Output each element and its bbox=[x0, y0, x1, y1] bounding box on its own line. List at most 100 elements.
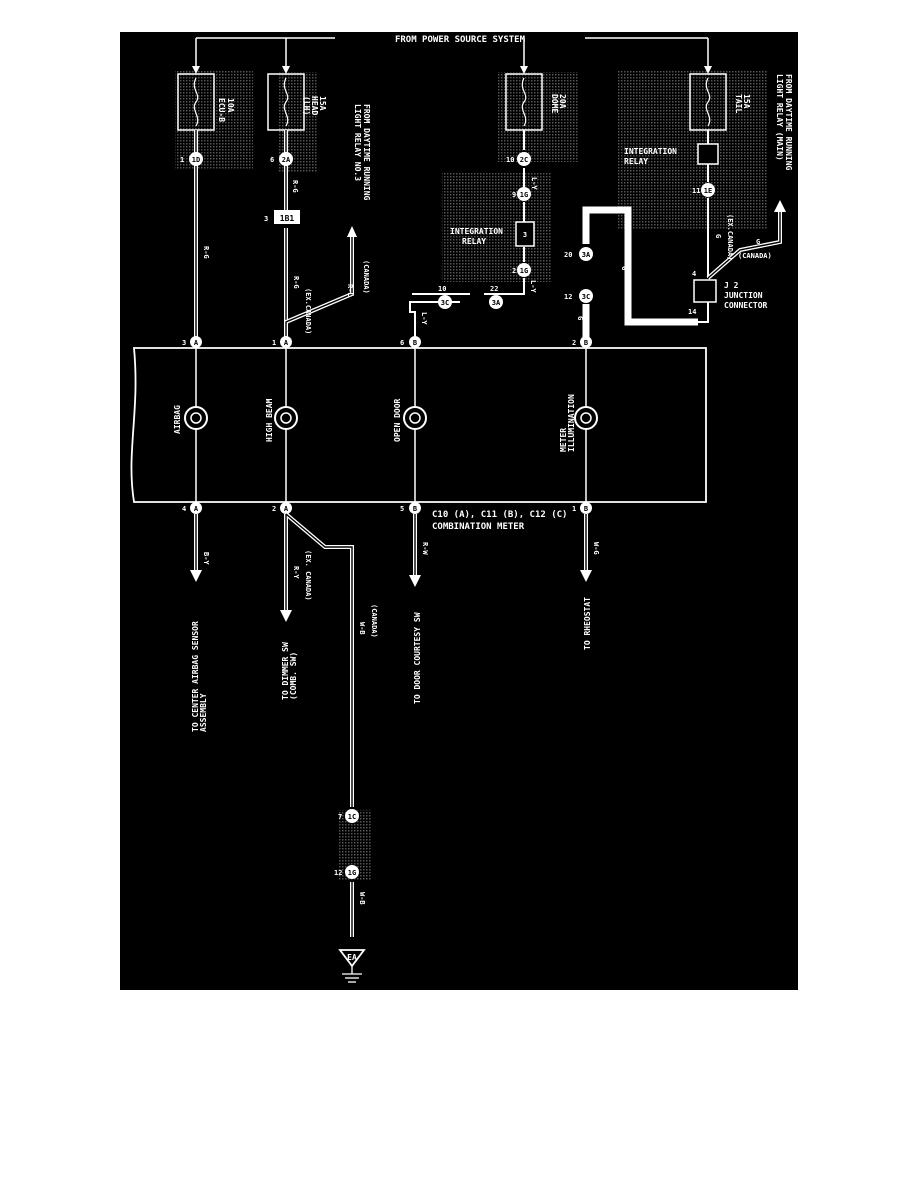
label-airbag: AIRBAG bbox=[173, 405, 182, 434]
cond-excanada-tail: (EX.CANADA) bbox=[726, 214, 734, 260]
svg-text:1G: 1G bbox=[520, 191, 528, 199]
wire-g-loop bbox=[582, 206, 698, 326]
power-source-label: FROM POWER SOURCE SYSTEM bbox=[395, 35, 526, 45]
pin-11: 11 bbox=[692, 187, 700, 195]
svg-text:1G: 1G bbox=[348, 869, 356, 877]
arrow-down-dimmer bbox=[280, 610, 292, 622]
daytime-no3-line1: FROM DAYTIME RUNNING bbox=[362, 104, 371, 201]
wire-label-ly-mid: L-Y bbox=[529, 280, 537, 293]
cond-excanada-low: (EX. CANADA) bbox=[304, 550, 312, 601]
pin-7: 7 bbox=[338, 813, 342, 821]
meter-pin-top-a3: A bbox=[190, 336, 202, 348]
relay-left-pin: 3 bbox=[523, 231, 527, 239]
wire-label-wb: W-B bbox=[358, 622, 366, 635]
junction-line2: CONNECTOR bbox=[724, 301, 768, 310]
arrow-down-airbag-sensor bbox=[190, 570, 202, 582]
conn-1d: 1D bbox=[189, 152, 203, 166]
pin-22: 22 bbox=[490, 285, 498, 293]
svg-text:A: A bbox=[194, 339, 199, 347]
fuse-ecu-name: ECU-B bbox=[217, 98, 226, 122]
junction-id: J 2 bbox=[724, 281, 739, 290]
cond-canada-g: (CANADA) bbox=[738, 252, 772, 260]
fuse-tail-rating: 15A bbox=[742, 94, 751, 109]
integration-relay-left bbox=[515, 221, 535, 247]
wire-label-rg-head: R-G bbox=[291, 180, 299, 193]
pin-12b: 12 bbox=[334, 869, 342, 877]
svg-text:3A: 3A bbox=[492, 299, 501, 307]
conn-3a-left: 3A bbox=[489, 295, 503, 309]
shaded-area-tail bbox=[618, 70, 768, 230]
pin-3-1b1: 3 bbox=[264, 215, 268, 223]
ground-label: EA bbox=[347, 953, 357, 962]
wire-label-by: B-Y bbox=[202, 552, 210, 565]
junction-line1: JUNCTION bbox=[724, 291, 763, 300]
wire-label-g-canada: G bbox=[756, 238, 760, 246]
meter-pin-top-a1: A bbox=[280, 336, 292, 348]
svg-text:A: A bbox=[194, 505, 199, 513]
wire-label-wb-bottom: W-B bbox=[358, 892, 366, 905]
meter-pin-top-num-2: 6 bbox=[400, 339, 404, 347]
wire-label-ly-dome: L-Y bbox=[530, 177, 538, 190]
junction-connector-j2 bbox=[693, 279, 717, 303]
meter-pin-top-b6: B bbox=[409, 336, 421, 348]
conn-1c: 1C bbox=[345, 809, 359, 823]
output-wires-core bbox=[195, 513, 587, 937]
junction-pin-top: 4 bbox=[692, 270, 696, 278]
wire-label-rg-ecu: R-G bbox=[202, 246, 210, 259]
daytime-no3-line2: LIGHT RELAY NO.3 bbox=[353, 104, 362, 181]
wiring-diagram-panel: FROM POWER SOURCE SYSTEM 10A ECU-B 15A H… bbox=[120, 32, 798, 990]
fuse-dome-name: DOME bbox=[550, 94, 559, 113]
meter-pin-top-num-1: 1 bbox=[272, 339, 276, 347]
svg-text:A: A bbox=[284, 505, 289, 513]
power-source-bus bbox=[195, 37, 709, 70]
svg-text:B: B bbox=[413, 505, 417, 513]
wire-label-r-excanada: R-G bbox=[292, 276, 300, 289]
meter-name: COMBINATION METER bbox=[432, 522, 525, 532]
relay-left-line1: INTEGRATION bbox=[450, 227, 503, 236]
dest-door-courtesy: TO DOOR COURTESY SW bbox=[413, 612, 422, 704]
meter-illumination-indicator bbox=[574, 406, 598, 430]
junction-pin-bottom: 14 bbox=[688, 308, 696, 316]
fuse-dome-rating: 20A bbox=[558, 94, 567, 109]
label-open-door: OPEN DOOR bbox=[393, 398, 402, 442]
relay-right-line2: RELAY bbox=[624, 157, 648, 166]
daytime-main-line2: LIGHT RELAY (MAIN) bbox=[775, 74, 784, 161]
label-illumination: ILLUMINATION bbox=[567, 394, 576, 452]
wire-dome-ly bbox=[409, 130, 525, 337]
svg-text:B: B bbox=[584, 339, 588, 347]
wire-label-g-meter: G bbox=[576, 316, 584, 320]
label-meter: METER bbox=[559, 428, 568, 452]
meter-pin-bottom-a2: A bbox=[280, 502, 292, 514]
svg-text:A: A bbox=[284, 339, 289, 347]
arrow-down-rheostat bbox=[580, 570, 592, 582]
relay-right-line1: INTEGRATION bbox=[624, 147, 677, 156]
arrow-up-daytime-no3 bbox=[347, 226, 357, 237]
meter-pin-top-num-3: 2 bbox=[572, 339, 576, 347]
pin-9: 9 bbox=[512, 191, 516, 199]
airbag-indicator bbox=[184, 406, 208, 430]
cond-canada-low: (CANADA) bbox=[370, 604, 378, 638]
high-beam-indicator bbox=[274, 406, 298, 430]
conn-3a-right: 3A bbox=[579, 247, 593, 261]
conn-2a: 2A bbox=[279, 152, 293, 166]
arrow-up-daytime-main bbox=[774, 200, 786, 212]
pin-6: 6 bbox=[270, 156, 274, 164]
wire-label-rw: R-W bbox=[421, 542, 429, 555]
conn-3c-left: 3C bbox=[438, 295, 452, 309]
connector-1b1-label: 1B1 bbox=[280, 214, 295, 223]
daytime-main-line1: FROM DAYTIME RUNNING bbox=[784, 74, 793, 171]
dest-airbag-line1: TO CENTER AIRBAG SENSOR bbox=[191, 621, 200, 732]
meter-pin-bottom-num-2: 5 bbox=[400, 505, 404, 513]
fuse-tail-name: TAIL bbox=[734, 94, 743, 113]
meter-connector-legend: C10 (A), C11 (B), C12 (C) bbox=[432, 510, 567, 520]
integration-relay-right bbox=[697, 143, 719, 165]
svg-text:3A: 3A bbox=[582, 251, 591, 259]
meter-pin-bottom-a4: A bbox=[190, 502, 202, 514]
meter-pin-bottom-num-3: 1 bbox=[572, 505, 576, 513]
wiring-schematic: FROM POWER SOURCE SYSTEM 10A ECU-B 15A H… bbox=[130, 35, 793, 983]
meter-pin-bottom-b5: B bbox=[409, 502, 421, 514]
svg-text:2C: 2C bbox=[520, 156, 528, 164]
relay-left-line2: RELAY bbox=[462, 237, 486, 246]
arrow-down-ecu bbox=[192, 66, 200, 74]
meter-pin-bottom-num-0: 4 bbox=[182, 505, 186, 513]
